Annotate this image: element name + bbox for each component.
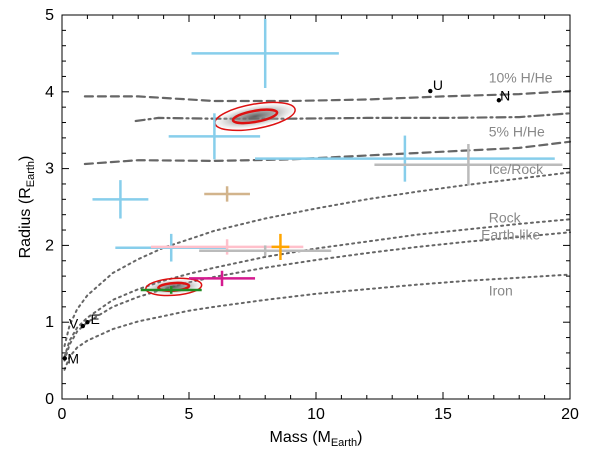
planet-marker-0: [191, 18, 339, 88]
curve-label: Ice/Rock: [489, 161, 544, 177]
curve-labels: 10% H/He 5% H/HeIce/RockRockEarth-likeIro…: [481, 70, 553, 299]
curve-label: Iron: [489, 282, 513, 298]
planet-marker-5: [374, 144, 563, 186]
curve-label: Earth-like: [481, 226, 540, 242]
solar-planet-label: U: [433, 77, 443, 93]
theory-curve-0: [83, 89, 572, 103]
theory-curve-4: [63, 218, 571, 358]
planet-marker-10: [189, 270, 256, 287]
data-points: [92, 18, 563, 297]
solar-planet-dot: [80, 323, 86, 329]
planet-marker-2: [255, 135, 555, 182]
theory-curve-6: [63, 273, 571, 371]
solar-planet-dot: [428, 88, 433, 94]
y-tick-label: 4: [45, 84, 54, 101]
y-axis-label: Radius (REarth): [17, 156, 37, 259]
curve-label: 10% H/He: [489, 70, 553, 86]
x-tick-label: 0: [58, 406, 67, 423]
planet-marker-1: [168, 113, 261, 160]
planet-marker-11: [140, 286, 202, 294]
y-tick-label: 5: [45, 7, 54, 24]
solar-planet-label: M: [67, 350, 79, 366]
posterior-cloud: [212, 103, 298, 130]
solar-planet-dot: [496, 98, 502, 103]
theory-curve-2: [83, 140, 572, 166]
planet-marker-9: [204, 186, 250, 202]
solar-planet-dot: [85, 320, 90, 325]
curve-label: 5% H/He: [489, 123, 545, 139]
x-tick-label: 15: [434, 406, 452, 423]
planet-marker-7: [199, 245, 332, 257]
x-tick-label: 10: [307, 406, 325, 423]
planet-marker-3: [92, 180, 149, 219]
x-tick-label: 20: [561, 406, 579, 423]
theory-curve-3: [63, 171, 571, 347]
theory-curve-1: [134, 112, 572, 123]
curve-label: Rock: [489, 209, 522, 225]
x-axis-label: Mass (MEarth): [270, 429, 363, 449]
y-tick-label: 3: [45, 161, 54, 178]
planet-marker-8: [271, 233, 290, 260]
solar-planet-label: N: [500, 88, 510, 104]
posterior-contour-inner: [231, 108, 279, 125]
solar-planet-label: E: [90, 311, 99, 327]
axes-ticks: 0 5 10 15 20 0 1 2 3 4 5: [45, 7, 579, 423]
x-tick-label: 5: [185, 406, 194, 423]
y-tick-label: 0: [45, 391, 54, 408]
y-tick-label: 2: [45, 237, 54, 254]
solar-planet-dot: [62, 356, 67, 361]
solar-planet-label: V: [69, 316, 79, 332]
y-tick-label: 1: [45, 314, 54, 331]
